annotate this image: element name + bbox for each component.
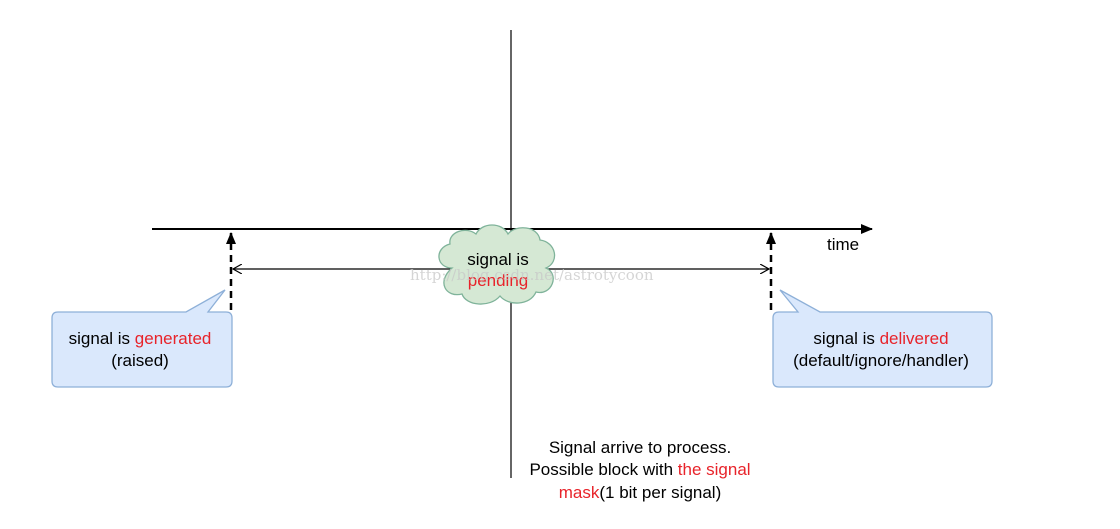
watermark: http://blog.csdn.net/astrotycoon: [410, 266, 654, 284]
arrive-note: Signal arrive to process. Possible block…: [529, 438, 750, 502]
delivered-callout-line1: signal is delivered: [813, 329, 948, 348]
generated-callout-line2: (raised): [111, 351, 169, 370]
pending-cloud-line1: signal is: [467, 250, 528, 269]
pending-cloud-line2: pending: [468, 271, 529, 290]
arrive-note-line1: Signal arrive to process.: [549, 438, 731, 457]
generated-callout: signal is generated (raised): [51, 289, 233, 388]
delivered-callout-line2: (default/ignore/handler): [793, 351, 969, 370]
time-axis-label: time: [827, 235, 859, 254]
delivered-callout: signal is delivered (default/ignore/hand…: [772, 289, 993, 388]
pending-cloud: signal is pending: [438, 224, 556, 305]
generated-callout-line1: signal is generated: [69, 329, 212, 348]
arrive-note-line2: Possible block with the signal: [529, 460, 750, 479]
arrive-note-line3: mask(1 bit per signal): [559, 483, 722, 502]
